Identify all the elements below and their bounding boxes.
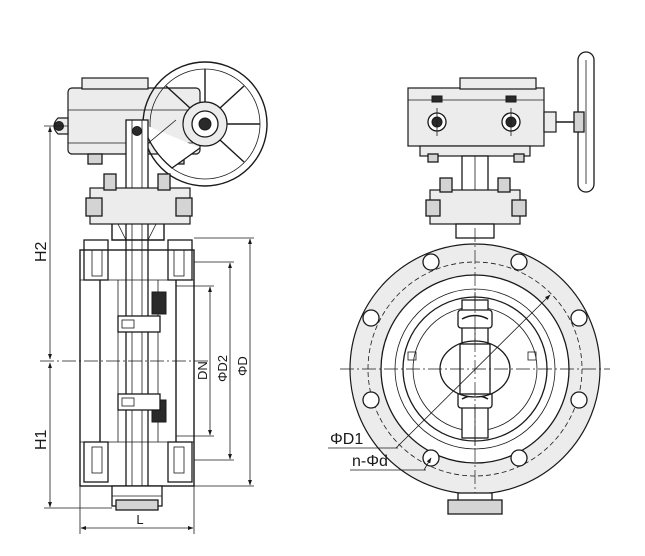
side-handwheel <box>139 61 268 187</box>
label-h2: H2 <box>33 241 50 262</box>
front-view: ΦD1 n-Φd <box>328 51 610 515</box>
dim-nd <box>350 457 432 471</box>
front-handwheel <box>573 51 595 193</box>
dim-diameters <box>176 237 254 487</box>
front-neck <box>425 155 527 239</box>
label-nd: n-Φd <box>352 453 388 470</box>
side-yoke <box>85 173 193 241</box>
label-d1: ΦD1 <box>330 431 363 448</box>
dim-h2-h1 <box>44 125 112 509</box>
label-l: L <box>136 512 143 527</box>
side-stem <box>125 119 149 509</box>
front-bottom-cap <box>447 492 503 515</box>
side-view: H2 H1 L DN ΦD2 ΦD <box>33 61 268 534</box>
label-dn: DN <box>195 361 210 380</box>
label-h1: H1 <box>33 429 50 450</box>
dim-d1 <box>328 294 551 449</box>
label-d2: ΦD2 <box>215 355 230 382</box>
front-gearbox <box>407 77 582 163</box>
label-d: ΦD <box>235 356 250 376</box>
dim-l <box>79 486 195 534</box>
